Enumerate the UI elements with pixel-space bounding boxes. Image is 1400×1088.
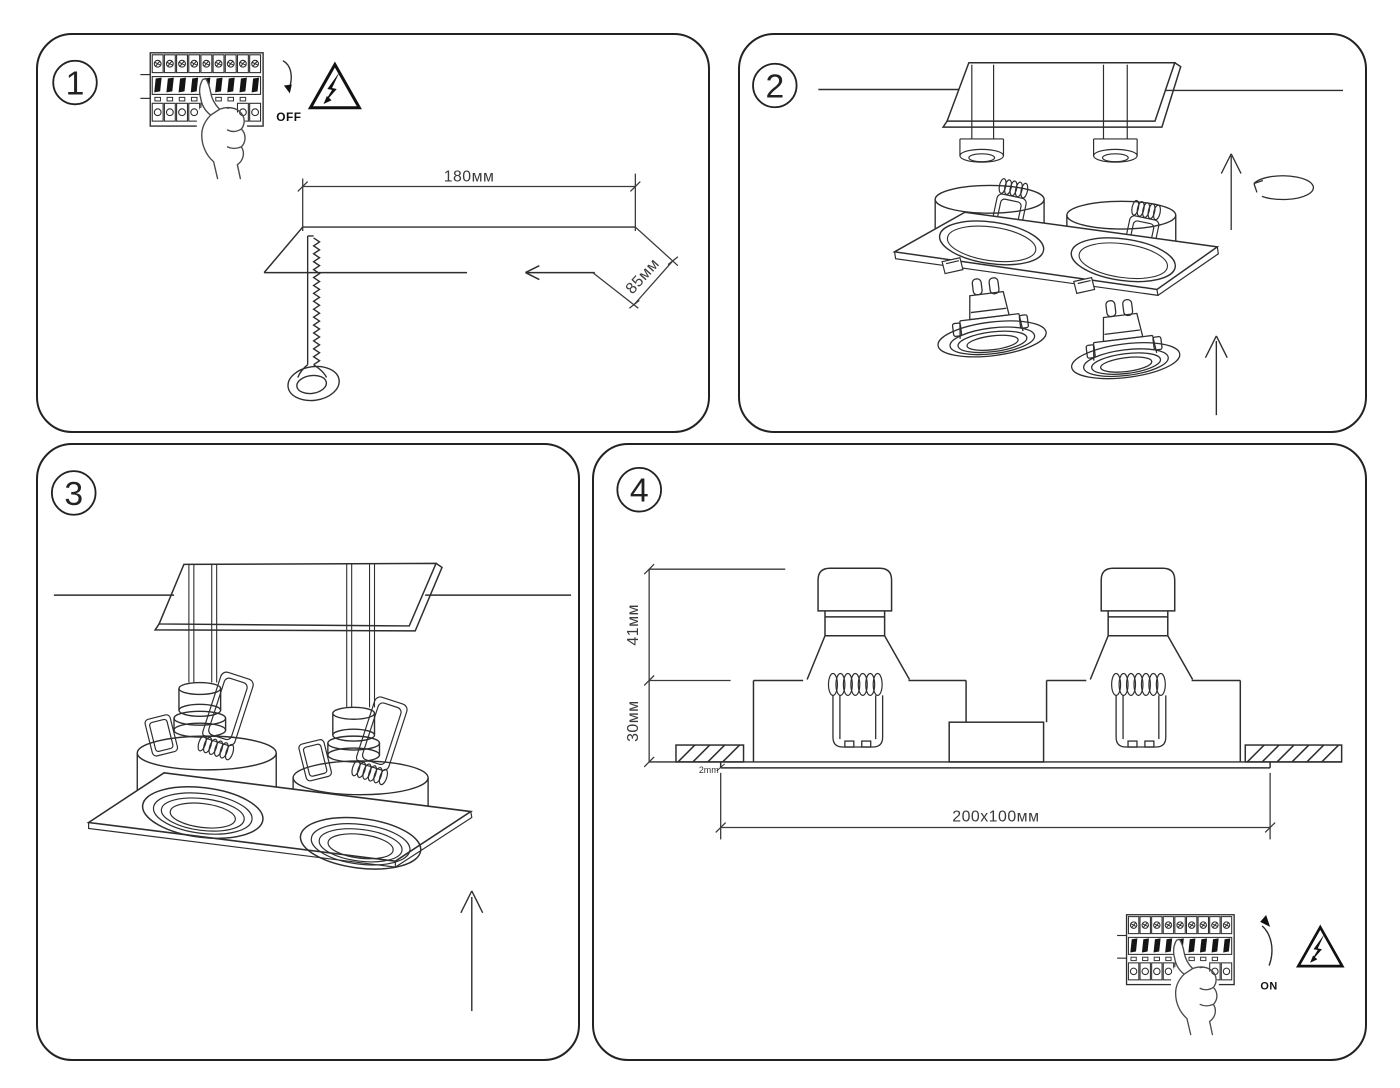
double-frame-plate — [86, 772, 474, 870]
switch-off-arrow-icon — [282, 60, 292, 94]
spring-clip-icon — [351, 696, 408, 786]
step-number: 1 — [66, 65, 85, 102]
trim-thickness-label: 2mm — [699, 765, 719, 775]
step-number-badge: 4 — [616, 466, 662, 513]
up-arrow-icon — [460, 890, 484, 1012]
dimension-cutout-size — [715, 772, 1276, 840]
lamp-bracket — [832, 695, 1167, 748]
cutout-length-label: 180мм — [444, 169, 495, 186]
step-4-panel: 4 41мм 30мм — [592, 443, 1367, 1061]
dimension-vertical — [643, 563, 786, 768]
ceiling-opening-drawing — [53, 562, 572, 632]
ceiling-cutout-drawing — [263, 226, 636, 281]
side-clip-icon — [298, 739, 332, 782]
warning-triangle-icon — [1296, 925, 1344, 968]
cutout-size-label: 200x100мм — [952, 809, 1039, 826]
spring-coil — [827, 672, 1166, 696]
step-number: 3 — [64, 475, 83, 513]
step-number-badge: 1 — [52, 59, 98, 106]
housing-boxes — [752, 679, 1242, 763]
double-frame-plate — [892, 211, 1220, 297]
switch-on-arrow-icon — [1260, 914, 1273, 966]
lamp-section — [806, 567, 911, 680]
step-1-drawing: 1 OFF 180мм — [52, 52, 679, 402]
trim-plate — [719, 761, 1271, 769]
step-number-badge: 3 — [51, 470, 97, 516]
rotate-arrow-icon — [1220, 153, 1314, 231]
step-3-panel: 3 — [36, 443, 580, 1061]
step-2-panel: 2 — [738, 33, 1367, 433]
breaker-on-icon — [1116, 914, 1235, 1036]
side-clip-icon — [144, 714, 179, 757]
ceiling-opening-drawing — [818, 61, 1344, 128]
step-number-badge: 2 — [752, 62, 798, 109]
recess-depth-label: 30мм — [625, 700, 642, 741]
dimension-180mm — [297, 173, 641, 232]
step-2-drawing: 2 — [752, 61, 1344, 416]
step-3-drawing: 3 — [51, 470, 572, 1012]
gu10-socket-icon — [959, 138, 1005, 163]
step-number: 2 — [765, 68, 784, 105]
off-label: OFF — [276, 110, 301, 124]
hanger-rods — [188, 563, 376, 708]
spring-clip-icon — [197, 671, 254, 761]
warning-triangle-icon — [308, 62, 361, 110]
breaker-off-icon — [139, 52, 264, 180]
gu10-socket-icon — [1092, 138, 1138, 163]
drywall-saw-icon — [287, 235, 340, 402]
cutout-depth-label: 85мм — [623, 255, 663, 297]
gu10-bulb-icon — [937, 277, 1047, 358]
height-above-label: 41мм — [625, 604, 642, 645]
step-1-panel: 1 OFF 180мм — [36, 33, 710, 433]
trim-tick — [716, 763, 725, 772]
lamp-section — [1089, 567, 1194, 680]
gu10-bulb-icon — [1070, 298, 1181, 380]
wires-and-sockets — [959, 64, 1138, 163]
step-4-drawing: 4 41мм 30мм — [616, 466, 1344, 1036]
on-label: ON — [1260, 980, 1277, 992]
dimension-85mm — [592, 226, 679, 309]
cross-section-drawing — [649, 567, 1343, 769]
step-number: 4 — [630, 472, 649, 510]
up-arrow-icon — [1204, 335, 1228, 416]
